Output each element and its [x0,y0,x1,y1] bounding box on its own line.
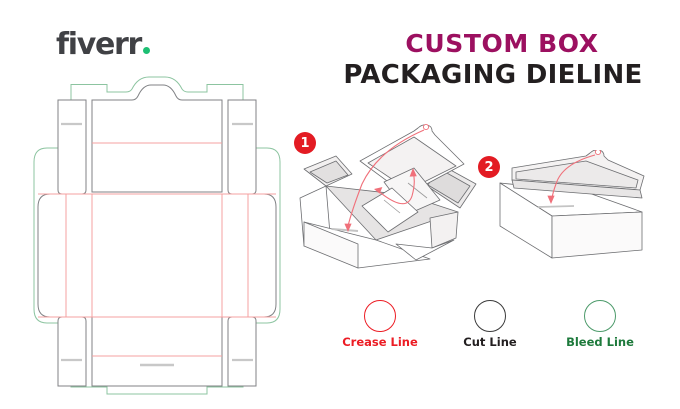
step-badge-1: 1 [294,132,316,154]
bleed-line-swatch-icon [584,300,616,332]
fiverr-dot-icon [143,47,151,54]
legend: Crease Line Cut Line Bleed Line [330,300,650,349]
arrow-lid-to-slot-head [344,223,352,232]
box-slot-mark [331,228,359,232]
fiverr-wordmark: fiverr [56,27,142,62]
arrow-flap-fold-head-a [374,187,383,194]
page-title-secondary: PACKAGING DIELINE [343,60,643,90]
legend-item-cut-line: Cut Line [440,300,540,349]
fiverr-logo: fiverr [56,27,151,62]
step-1-arrows [344,129,425,232]
crease-line-swatch-icon [364,300,396,332]
closed-lid-tab-point [594,150,602,156]
crease-lines [38,142,276,357]
box-inner-flap-right-crease [407,182,428,199]
step-badge-2: 2 [478,156,500,178]
lid-tab-point [422,123,430,131]
cut-line-bottom-panel [91,316,223,387]
closed-box-top-edge-strip [511,179,643,199]
step-1-illustration [299,123,477,269]
cut-line-base-panel [91,193,223,318]
cut-line-lower-right-flap [227,316,257,387]
box-front-right-tuck [395,239,455,261]
box-back-left-wall-inner [309,160,349,184]
arrow-lid-to-slot [347,129,425,227]
dieline-flat-layout [33,76,281,395]
cut-line-swatch-icon [474,300,506,332]
step-2-arrows [547,154,596,204]
legend-label-crease-line: Crease Line [342,335,418,349]
cut-line-lower-left-flap [57,316,87,387]
box-front-right-wall [429,211,459,249]
legend-label-cut-line: Cut Line [463,335,517,349]
cut-line-left-glue-wing [37,193,93,318]
cut-line-top-lid-panel [91,84,223,193]
box-front-wall-face [303,221,359,269]
closed-box-slot-mark [537,205,575,208]
legend-label-bleed-line: Bleed Line [566,335,634,349]
arrow-close-lid [551,154,596,199]
page-title-primary: CUSTOM BOX [405,29,599,58]
legend-item-crease-line: Crease Line [330,300,430,349]
cut-line-right-glue-wing [221,193,277,318]
step-2-illustration [499,150,645,259]
closed-box-front-face-2 [551,211,643,259]
arrow-flap-fold [376,171,415,205]
legend-item-bleed-line: Bleed Line [550,300,650,349]
bleed-line-outline [33,76,281,395]
arrow-close-lid-head [547,195,555,204]
cut-line-upper-left-flap [57,99,87,195]
cut-line-upper-right-flap [227,99,257,195]
arrow-flap-fold-head-b [409,168,417,177]
box-inner-flap-center-crease [383,199,401,214]
